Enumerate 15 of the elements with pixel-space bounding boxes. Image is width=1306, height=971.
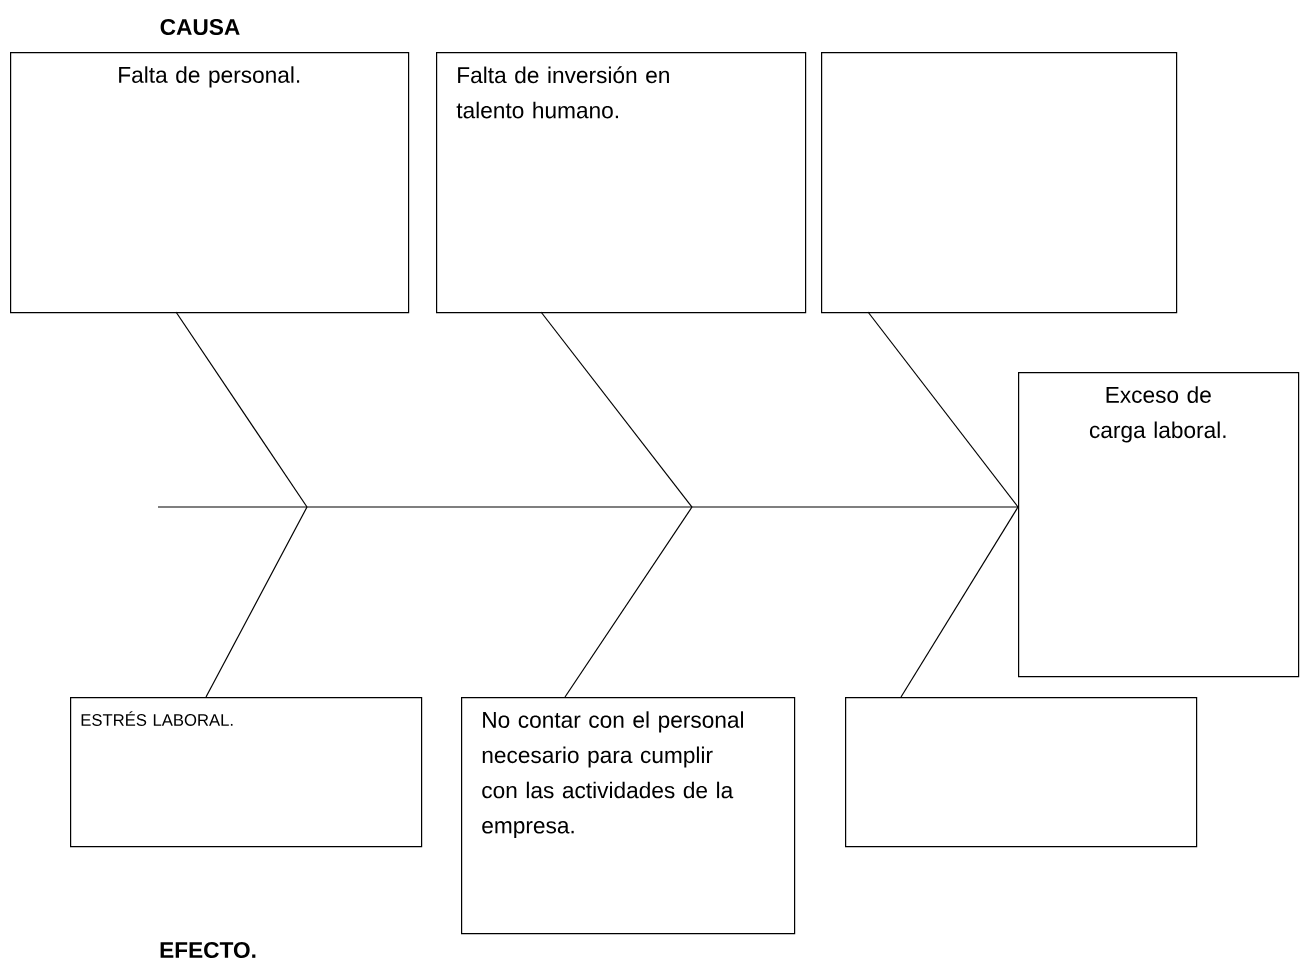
consequence-box: No contar con el personal necesario para cumplir con las actividades de la empresa.	[461, 697, 796, 935]
bone-line	[540, 311, 693, 508]
empty-box	[821, 52, 1178, 314]
consequence-box: ESTRÉS LABORAL.	[70, 697, 423, 848]
bone-line	[175, 311, 308, 508]
heading: EFECTO.	[160, 942, 256, 959]
bone-line	[867, 311, 1019, 508]
bone-line	[205, 506, 308, 698]
bone-line	[900, 506, 1019, 698]
empty-box	[845, 697, 1198, 848]
spine-line	[157, 506, 1019, 508]
effect-box: Exceso de carga laboral.	[1018, 372, 1300, 678]
cause-box: Falta de personal.	[10, 52, 410, 314]
bone-line	[564, 506, 693, 698]
cause-box: Falta de inversión en talento humano.	[436, 52, 807, 314]
